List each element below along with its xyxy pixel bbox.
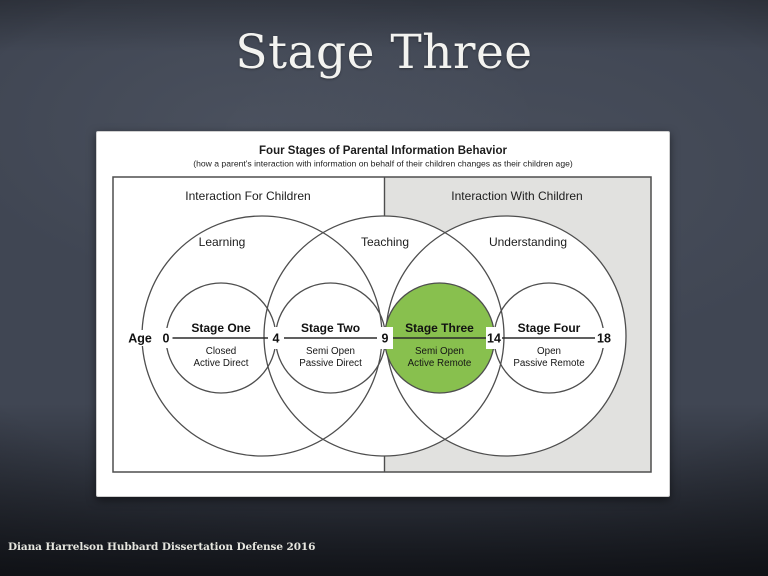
stage-four-line2: Passive Remote xyxy=(513,358,585,369)
diagram-card: Four Stages of Parental Information Beha… xyxy=(96,131,670,497)
stage-one-line2: Active Direct xyxy=(194,358,249,369)
tick-4: 4 xyxy=(273,332,280,346)
stage-two-line1: Semi Open xyxy=(306,346,355,357)
phase-label-learning: Learning xyxy=(199,235,246,249)
understanding-circle-fill xyxy=(386,216,626,456)
stage-three-line1: Semi Open xyxy=(415,346,464,357)
four-stages-diagram: Four Stages of Parental Information Beha… xyxy=(112,145,652,473)
tick-box-4 xyxy=(268,327,284,349)
phase-label-teaching: Teaching xyxy=(361,235,409,249)
tick-0: 0 xyxy=(163,332,170,346)
tick-9: 9 xyxy=(382,332,389,346)
age-axis-label: Age xyxy=(128,332,152,346)
tick-box-14 xyxy=(486,327,502,349)
stage-two-name: Stage Two xyxy=(301,321,360,335)
tick-box-9 xyxy=(377,327,393,349)
tick-14: 14 xyxy=(487,332,501,346)
attribution-footer: Diana Harrelson Hubbard Dissertation Def… xyxy=(8,541,316,553)
stage-two-line2: Passive Direct xyxy=(299,358,362,369)
age-label-box xyxy=(123,330,157,346)
inner-box-border xyxy=(112,176,652,473)
diagram-title: Four Stages of Parental Information Beha… xyxy=(259,145,507,157)
teaching-circle xyxy=(263,215,505,457)
phase-label-understanding: Understanding xyxy=(489,235,567,249)
diagram-subtitle: (how a parent's interaction with informa… xyxy=(193,159,573,169)
stage-three-name: Stage Three xyxy=(405,321,474,335)
region-label-for-children: Interaction For Children xyxy=(185,189,310,203)
slide-title: Stage Three xyxy=(235,25,533,80)
region-label-with-children: Interaction With Children xyxy=(451,189,582,203)
tick-box-0 xyxy=(159,328,172,348)
stage-one-line1: Closed xyxy=(206,346,237,357)
stage-three-line2: Active Remote xyxy=(408,358,472,369)
stage-four-line1: Open xyxy=(537,346,561,357)
stage-four-name: Stage Four xyxy=(518,321,581,335)
tick-18: 18 xyxy=(597,332,611,346)
stage-one-name: Stage One xyxy=(191,321,251,335)
tick-box-18 xyxy=(595,328,614,348)
